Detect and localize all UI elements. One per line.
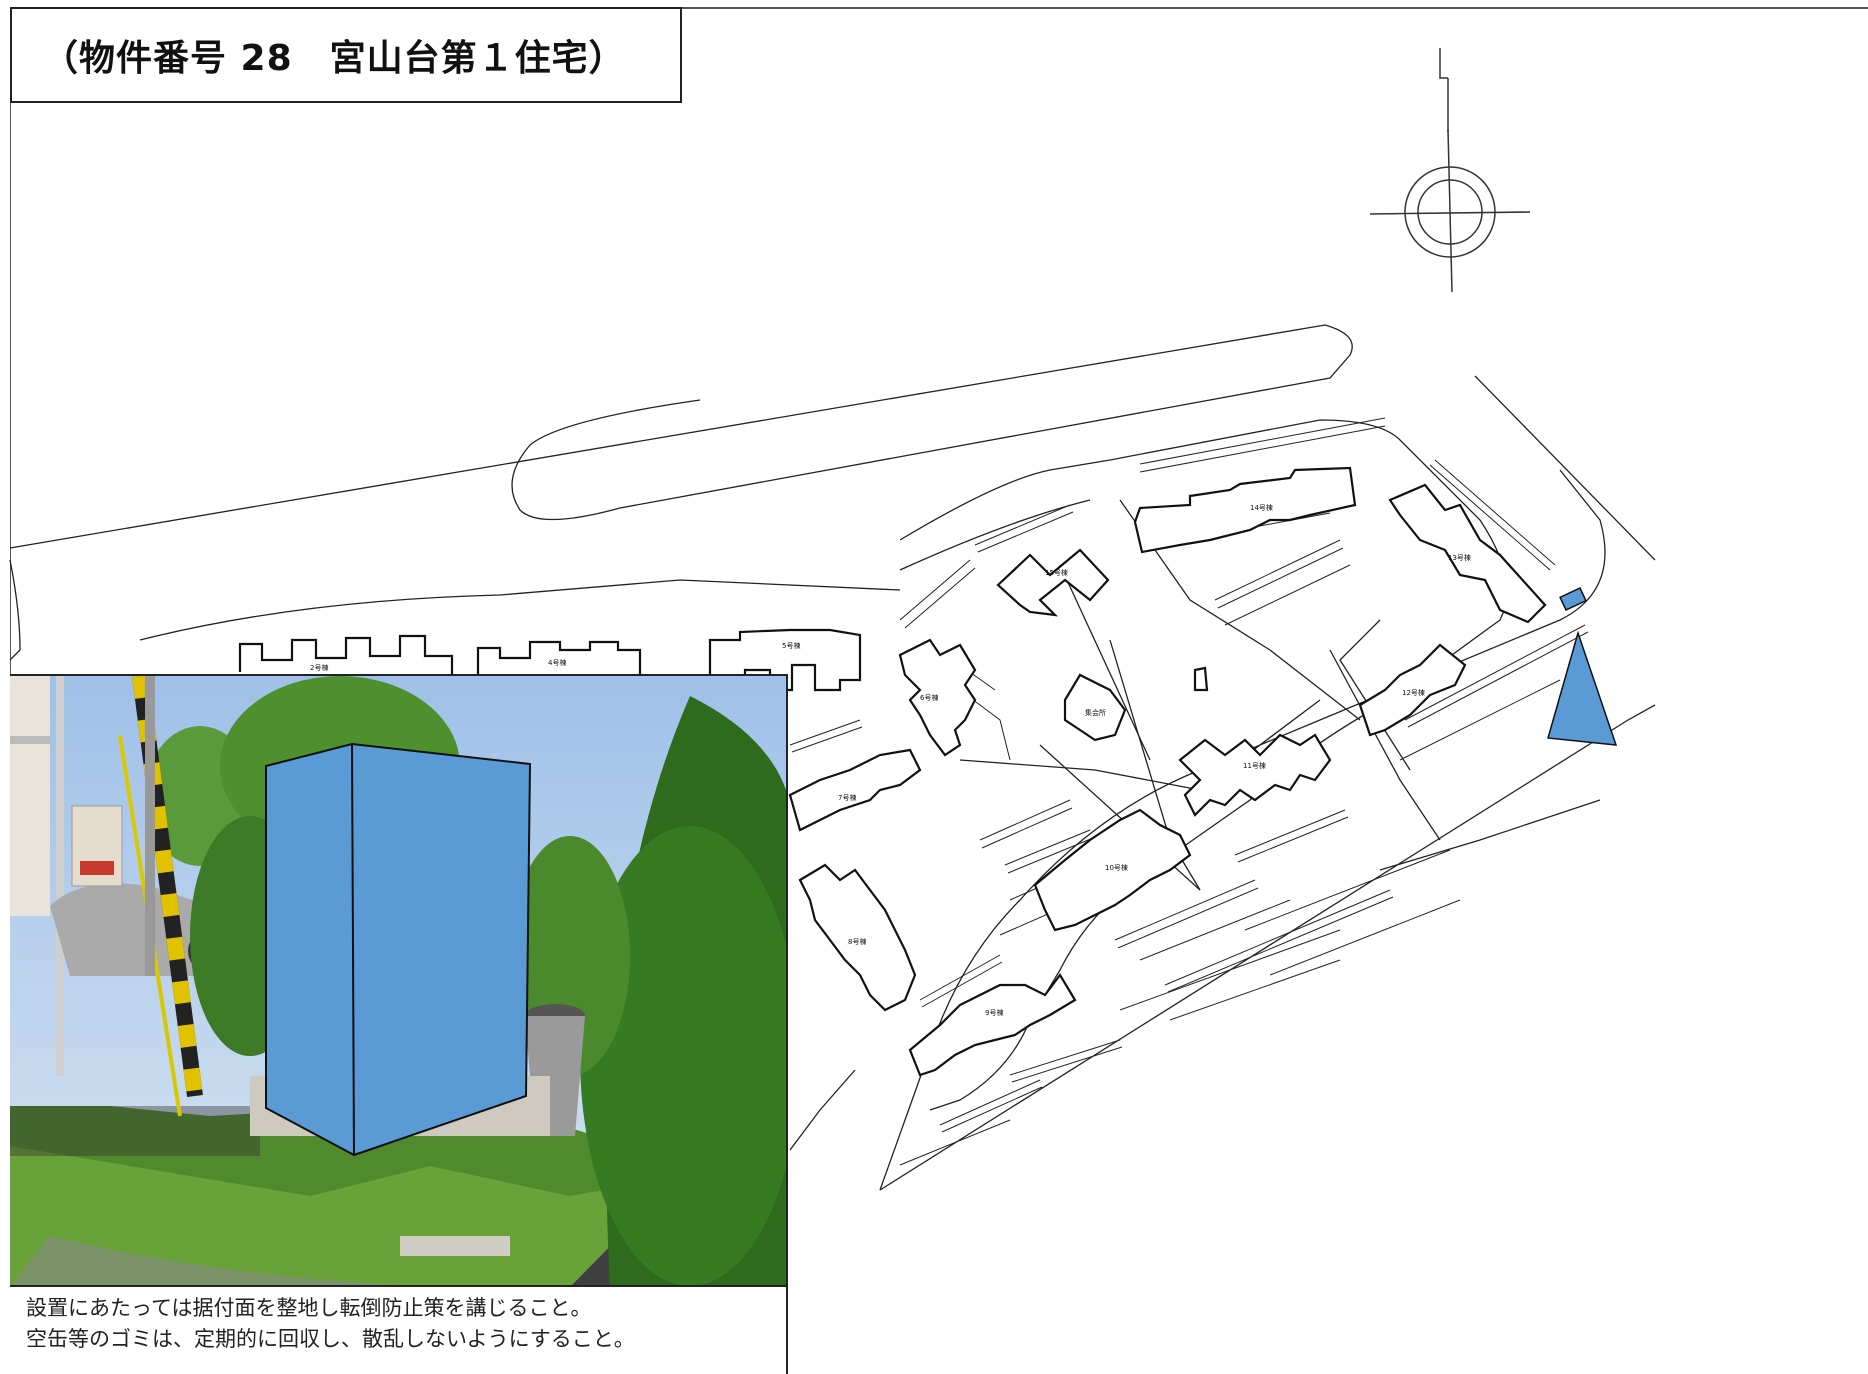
utility-block xyxy=(1193,666,1209,692)
building-9 xyxy=(908,973,1077,1077)
building-label: 2号棟 xyxy=(310,663,328,672)
building-label: 5号棟 xyxy=(782,641,800,650)
building-4 xyxy=(476,640,642,674)
building-label: 12号棟 xyxy=(1402,688,1425,697)
location-marker-icon xyxy=(1547,587,1618,746)
building-2 xyxy=(238,634,454,674)
north-arrow-icon xyxy=(1369,48,1531,293)
building-label: 15号棟 xyxy=(1045,568,1068,577)
building-label: 6号棟 xyxy=(920,693,938,702)
building-10 xyxy=(1033,808,1192,932)
site-photo xyxy=(10,674,788,1285)
building-label: 9号棟 xyxy=(985,1008,1003,1017)
building-label: 4号棟 xyxy=(548,658,566,667)
installation-notes: 設置にあたっては据付面を整地し転倒防止策を講じること。 空缶等のゴミは、定期的に… xyxy=(10,1285,788,1374)
building-7 xyxy=(788,748,922,832)
building-15 xyxy=(996,548,1110,617)
building-13 xyxy=(1388,483,1547,624)
building-6 xyxy=(898,638,977,757)
page-title: （物件番号 28 宮山台第１住宅） xyxy=(42,38,626,79)
building-label: 7号棟 xyxy=(838,793,856,802)
building-label: 8号棟 xyxy=(848,937,866,946)
building-label: 14号棟 xyxy=(1250,503,1273,512)
buildings xyxy=(238,466,1547,1077)
building-label: 10号棟 xyxy=(1105,863,1128,872)
building-label: 13号棟 xyxy=(1448,553,1471,562)
parking-strips xyxy=(789,417,1589,1166)
title-box: （物件番号 28 宮山台第１住宅） xyxy=(10,7,682,103)
note-line: 設置にあたっては据付面を整地し転倒防止策を講じること。 xyxy=(26,1296,592,1320)
meeting-hall xyxy=(1063,673,1127,742)
site-photo-illustration xyxy=(10,676,786,1285)
building-label: 集会所 xyxy=(1085,708,1106,717)
building-label-group: 2号棟 4号棟 5号棟 6号棟 7号棟 8号棟 9号棟 10号棟 11号棟 12… xyxy=(310,503,1471,1017)
building-8 xyxy=(798,863,917,1012)
building-14 xyxy=(1133,466,1357,554)
building-12 xyxy=(1358,643,1467,737)
note-line: 空缶等のゴミは、定期的に回収し、散乱しないようにすること。 xyxy=(26,1327,635,1351)
building-label: 11号棟 xyxy=(1243,761,1266,770)
building-11 xyxy=(1178,733,1332,817)
